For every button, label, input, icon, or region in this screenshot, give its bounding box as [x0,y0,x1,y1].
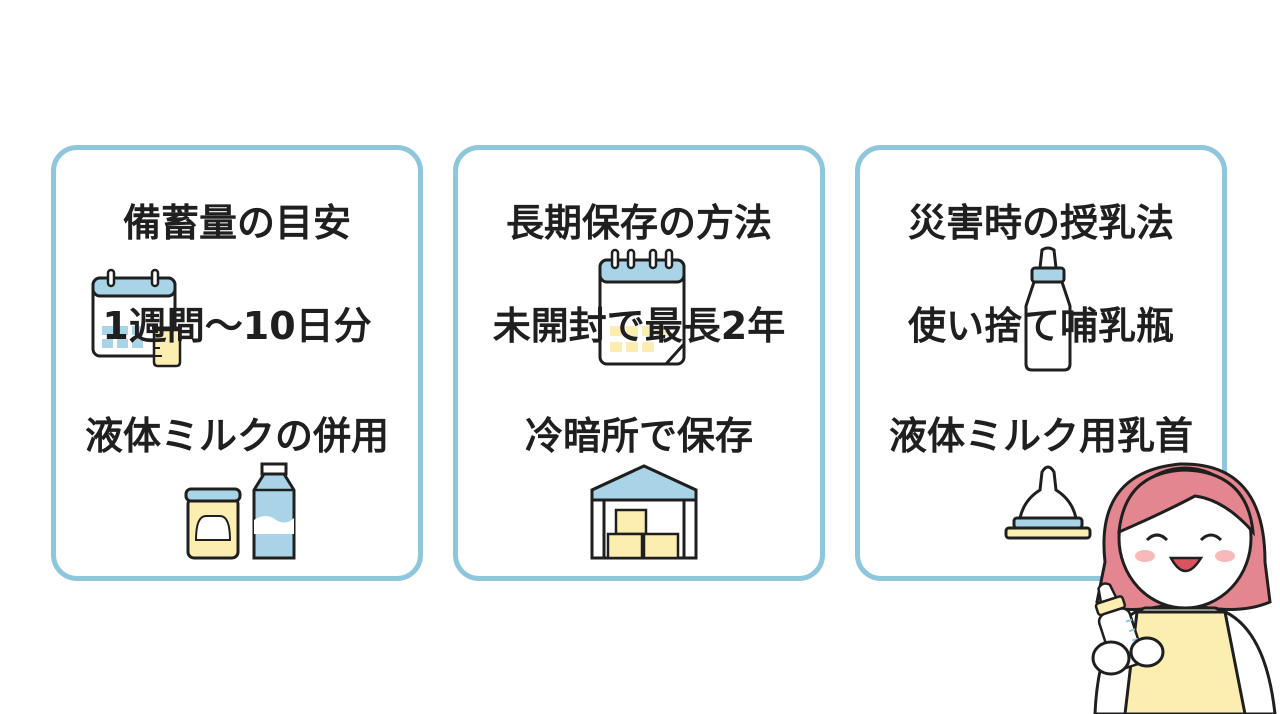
card-title: 長期保存の方法 [505,201,772,245]
nipple-icon [1004,465,1092,540]
card-title: 備蓄量の目安 [122,201,351,245]
formula-can-icon [184,487,242,560]
card-line-1: 未開封で最長2年 [492,304,786,348]
card-title: 災害時の授乳法 [907,201,1174,245]
mother-holding-bottle-illustration [1091,462,1277,714]
calendar-icon [598,248,686,366]
card-long-term-storage: 長期保存の方法 未開封で最長2年 冷暗所で保存 [453,145,825,581]
milk-carton-icon [252,462,296,560]
baby-bottle-icon [1024,246,1072,372]
card-stockpile-amount: 備蓄量の目安 1週間〜10日分 液体ミルクの併用 [51,145,423,581]
calendar-measuring-cup-icon [91,268,182,368]
card-line-1: 使い捨て哺乳瓶 [907,304,1174,348]
card-line-2: 冷暗所で保存 [524,414,753,458]
card-line-2: 液体ミルクの併用 [84,414,389,458]
warehouse-boxes-icon [590,464,698,560]
card-line-1: 1週間〜10日分 [102,304,372,348]
card-line-2: 液体ミルク用乳首 [888,414,1193,458]
